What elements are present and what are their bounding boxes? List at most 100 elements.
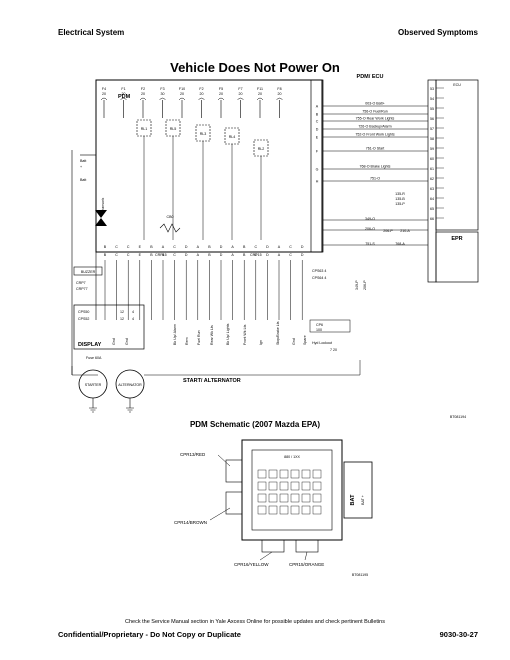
cps-pin-number: 4 (132, 317, 134, 321)
cp6-label: CP6 (316, 323, 323, 327)
circuit-function-label: Gnd (112, 338, 116, 345)
pdm-fuse-slot (301, 469, 311, 479)
fuse-rating: 20 (200, 92, 204, 96)
circuit-function-label: Spare (303, 335, 307, 345)
pdm-part-number: 880 / 1XX (284, 455, 300, 459)
display-label: DISPLAY (78, 342, 102, 348)
connector-letter: H (316, 180, 319, 184)
connector-pin-letter: B (104, 253, 107, 257)
transorb-label: Transorb (101, 198, 105, 212)
start-alternator-label: START/ ALTERNATOR (183, 378, 241, 384)
cpr16-leader (259, 551, 273, 561)
circuit-function-label: Rem (185, 337, 189, 345)
cpr13-connector (225, 459, 243, 483)
connector-pin-letter: A (231, 253, 234, 257)
ecu-mid-wire-label: 210-A (400, 229, 410, 233)
transorb-diode-symbol-lower (95, 218, 107, 226)
pdm-pin-letter: D (266, 245, 269, 249)
fuse-symbol (276, 97, 283, 101)
header-section-subtitle: Observed Symptoms (397, 28, 478, 37)
ecu-wire-label: 726-O Backup/Alarm (358, 125, 391, 129)
cpr14-leader (209, 507, 231, 521)
connector-pin-letter: A (162, 253, 165, 257)
circuit-function-label: Stop/Brake Lts (276, 321, 280, 345)
crp77-label: CRP77 (76, 287, 88, 291)
pdm-pin-letter: D (220, 245, 223, 249)
ecu-pin-number: 56 (430, 117, 434, 121)
pdm-fuse-slot (268, 505, 278, 515)
crp15-label: CRP15 (155, 253, 167, 257)
relay-label: RL4 (229, 135, 236, 139)
ecu-mid-wire-label: 751-S (365, 242, 375, 246)
fuse-label: F11 (257, 87, 263, 91)
connector-letter: C (316, 120, 319, 124)
circuit-function-label: Gnd (292, 338, 296, 345)
cps64-label: CPS64 4 (312, 276, 326, 280)
fuse-symbol (217, 97, 225, 101)
relay-label: RL3 (200, 132, 207, 136)
fuse-rating: 20 (180, 92, 184, 96)
ecu-connector-label: ECU (453, 83, 461, 87)
pdm-housing-inner (251, 449, 333, 531)
ecu-mid-wire-label: 135-B (395, 197, 405, 201)
connector-pin-letter: D (301, 253, 304, 257)
connector-pin-letter: C (115, 253, 118, 257)
pdm-fuse-slot (279, 469, 289, 479)
pdm-fuse-slot (257, 481, 267, 491)
fuse-rating: 20 (102, 92, 106, 96)
pdm-fuse-slot (279, 493, 289, 503)
fuse-label: F10 (179, 87, 185, 91)
connector-pin-letter: C (289, 253, 292, 257)
fuse-rating: 20 (122, 92, 126, 96)
pdm-fuse-slot (290, 493, 300, 503)
pdm-fuse-slot (301, 493, 311, 503)
fuse-symbol (237, 97, 244, 101)
connector-pin-letter: A (197, 253, 200, 257)
fuse-label: F8 (277, 87, 281, 91)
alternator-label: ALTERNATOR (118, 383, 142, 387)
ecu-wire-label: 768-O Brake Lights (360, 165, 391, 169)
pdm-pin-letter: C (127, 245, 130, 249)
ecu-pin-number: 58 (430, 137, 434, 141)
pdm-pin-letter: A (162, 245, 165, 249)
pdm-pin-letter: A (278, 245, 281, 249)
connector-pin-letter: C (173, 253, 176, 257)
ecu-pin-number: 55 (430, 107, 434, 111)
fuse-rating: 20 (141, 92, 145, 96)
pdm-fuse-slot (279, 481, 289, 491)
connector-pin-letter: B (150, 253, 153, 257)
buzzer-box (73, 266, 103, 276)
wire-206-label: 206-P (363, 280, 367, 290)
connector-letter: G (316, 168, 319, 172)
ecu-pin-number: 59 (430, 147, 434, 151)
circuit-function-label: Bk Up/ Alarm (173, 324, 177, 345)
footer-confidential: Confidential/Proprietary - Do Not Copy o… (58, 630, 241, 639)
ecu-mid-wire-label: 206-O (365, 227, 375, 231)
connector-letter: D (316, 128, 319, 132)
pdm-pin-letter: B (208, 245, 211, 249)
ecu-wire-label: 761-O Start (366, 147, 385, 151)
connector-pin-letter: C (254, 253, 257, 257)
fuse-rating: 20 (278, 92, 282, 96)
fuse-label: F3 (160, 87, 164, 91)
connector-pin-letter: D (220, 253, 223, 257)
wire-349-label: 349-P (355, 280, 359, 290)
battery-negative-label: Batt (80, 178, 86, 182)
pdm-fuse-slot (268, 481, 278, 491)
ecu-wire-label: 751-O (370, 177, 380, 181)
pdm-pin-letter: B (104, 245, 107, 249)
pdm-pin-letter: A (231, 245, 234, 249)
fuse-rating: 20 (219, 92, 223, 96)
circuit-function-label: Bk Up/ Lights (226, 323, 230, 345)
pdm-pin-letter: D (185, 245, 188, 249)
fuse-symbol (139, 97, 147, 101)
fuse-60a-label: Fuse 60A (86, 356, 102, 360)
fuse-symbol (159, 97, 166, 101)
fuse-label: F7 (238, 87, 242, 91)
relay-label: RL1 (141, 127, 148, 131)
connector-letter: E (316, 136, 319, 140)
circuit-function-label: Ign (259, 340, 263, 345)
fuse-rating: 20 (239, 92, 243, 96)
connector-letter: A (316, 105, 319, 109)
figure-id-top: BT081194 (450, 415, 466, 419)
